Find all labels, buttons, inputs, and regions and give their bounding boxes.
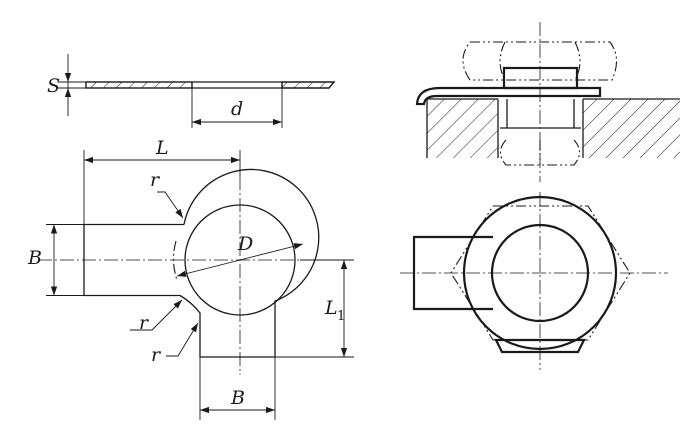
assembly-plan-view [400, 192, 668, 370]
label-r-low: r [151, 344, 162, 366]
svg-text:1: 1 [337, 309, 345, 324]
dim-D-line [176, 243, 304, 277]
label-L: L [155, 137, 169, 159]
washer-side-section [58, 54, 336, 128]
label-B-bottom: B [230, 387, 245, 409]
washer-plan-view [38, 150, 354, 420]
assembly-section-view [415, 22, 680, 182]
label-d: d [231, 98, 243, 120]
label-r-top: r [150, 169, 161, 191]
base-plate [427, 99, 498, 158]
label-B-left: B [27, 247, 42, 269]
washer-section-right [281, 81, 336, 89]
svg-text:L: L [324, 297, 338, 319]
label-r-mid: r [139, 312, 150, 334]
label-D: D [237, 233, 253, 255]
label-S: S [47, 75, 60, 97]
nut-block [502, 66, 579, 90]
label-L1: L 1 [324, 297, 345, 324]
washer-section-left [85, 81, 193, 89]
